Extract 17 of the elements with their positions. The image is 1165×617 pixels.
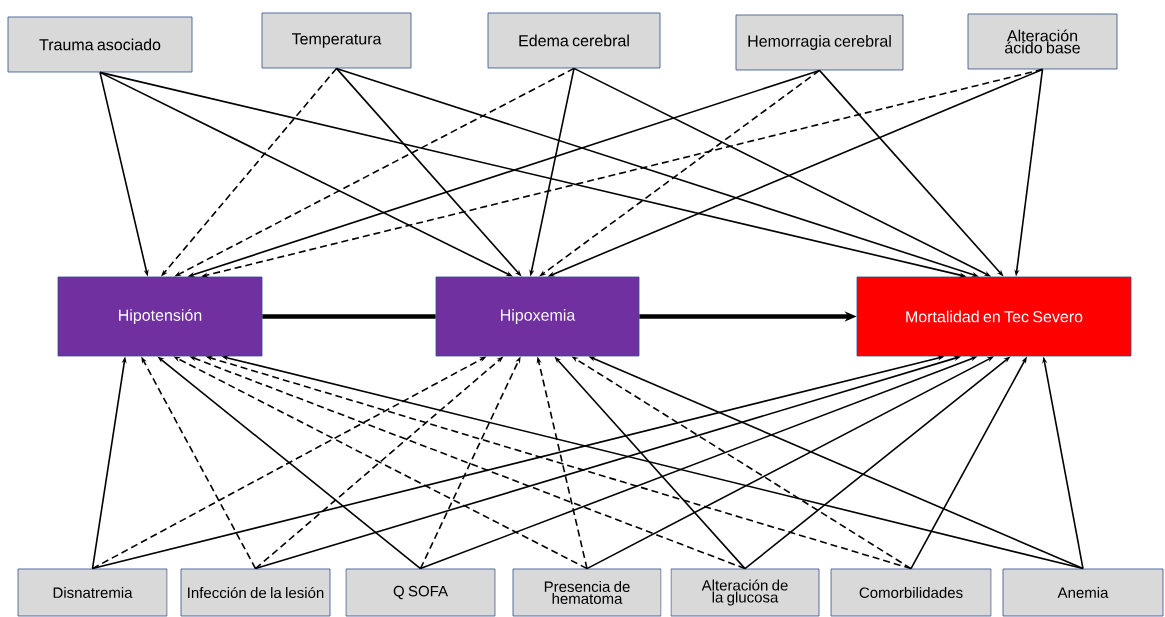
factor-box: Q SOFA bbox=[345, 568, 496, 617]
arrow bbox=[539, 69, 821, 277]
factor-box: Alteración de la glucosa bbox=[670, 568, 820, 617]
factor-box: Disnatremia bbox=[17, 568, 168, 617]
factor-box: Trauma asociado bbox=[7, 16, 193, 73]
outcome-box: Mortalidad en Tec Severo bbox=[856, 276, 1132, 357]
factor-box: Anemia bbox=[1002, 568, 1164, 617]
factor-box: Alteración ácido base bbox=[967, 13, 1118, 70]
factor-box: Presencia de hematoma bbox=[512, 568, 662, 617]
factor-box: Comorbilidades bbox=[830, 568, 992, 617]
factor-box: Edema cerebral bbox=[487, 12, 661, 69]
factor-box: Hemorragia cerebral bbox=[735, 14, 904, 71]
mediator-box: Hipotensión bbox=[57, 276, 263, 357]
arrow bbox=[586, 356, 994, 570]
mediator-box: Hipoxemia bbox=[435, 276, 640, 357]
factor-box: Temperatura bbox=[261, 12, 412, 69]
factor-box: Infección de la lesión bbox=[180, 568, 331, 617]
